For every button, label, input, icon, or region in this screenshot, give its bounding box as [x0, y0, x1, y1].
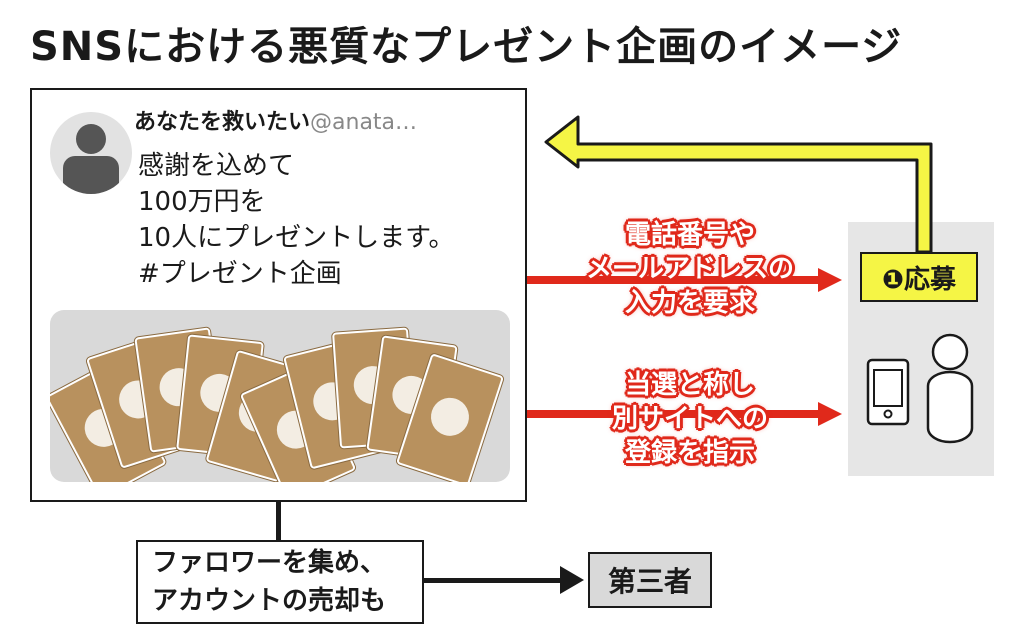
request-info-label: 電話番号や メールアドレスの 入力を要求	[560, 218, 820, 320]
tweet-line: 100万円を	[138, 187, 266, 217]
tweet-line: #プレゼント企画	[138, 259, 342, 289]
black-arrow-shaft	[424, 578, 564, 583]
red-label-line: 別サイトへの	[611, 404, 768, 434]
red-label-line: 登録を指示	[624, 438, 755, 468]
register-site-label: 当選と称し 別サイトへの 登録を指示	[560, 368, 820, 470]
red-label-line: 当選と称し	[624, 370, 755, 400]
tweet-line: 10人にプレゼントします。	[138, 223, 455, 253]
account-handle: @anata…	[310, 110, 418, 135]
connector-line	[276, 502, 281, 540]
user-avatar-icon	[50, 112, 132, 194]
followers-box: ファロワーを集め、 アカウントの売却も	[136, 540, 424, 624]
red-arrow-shaft-2	[527, 410, 823, 418]
tweet-text: 感謝を込めて 100万円を 10人にプレゼントします。 #プレゼント企画	[138, 148, 454, 292]
followers-line: アカウントの売却も	[152, 586, 387, 616]
red-label-line: 電話番号や	[624, 220, 755, 250]
yellow-arrow	[544, 115, 933, 254]
tweet-line: 感謝を込めて	[138, 151, 295, 181]
third-party-box: 第三者	[588, 552, 712, 608]
smartphone-icon	[866, 358, 910, 426]
apply-label: ❶応募	[860, 252, 978, 302]
red-arrow-head-1	[818, 268, 842, 292]
person-icon	[926, 333, 974, 444]
page-title: SNSにおける悪質なプレゼント企画のイメージ	[30, 24, 903, 70]
black-arrow-head	[560, 566, 584, 594]
red-label-line: 入力を要求	[624, 288, 755, 318]
tweet-account-line: あなたを救いたい@anata…	[134, 104, 417, 136]
banknotes-image	[50, 310, 510, 482]
followers-line: ファロワーを集め、	[152, 548, 387, 578]
red-arrow-shaft-1	[527, 276, 823, 284]
red-label-line: メールアドレスの	[585, 254, 794, 284]
red-arrow-head-2	[818, 402, 842, 426]
account-name: あなたを救いたい	[134, 110, 311, 135]
